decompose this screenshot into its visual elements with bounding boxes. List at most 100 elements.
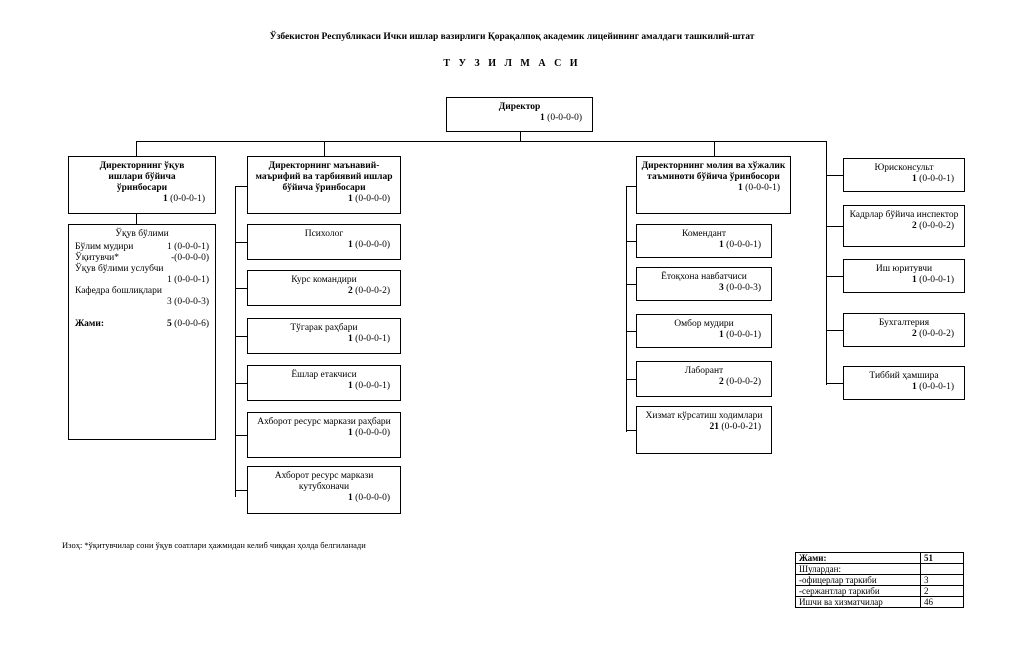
independent-staff-box-count-number: 2 bbox=[912, 221, 917, 231]
deputy-finance-box: Директорнинг молия ва хўжалик таъминоти … bbox=[636, 156, 791, 214]
independent-staff-box-connector bbox=[826, 226, 843, 227]
edu-staff-box-code: (0-0-0-2) bbox=[355, 286, 390, 296]
independent-staff-box-count: 2 (0-0-0-2) bbox=[848, 329, 960, 340]
summary-label: Шулардан: bbox=[795, 563, 921, 575]
row-label: Ўқув бўлими услубчи bbox=[75, 264, 164, 274]
edu-staff-box-connector bbox=[235, 383, 247, 384]
edu-staff-box-count: 1 (0-0-0-0) bbox=[252, 240, 396, 251]
row-label: Ўқитувчи* bbox=[75, 253, 119, 263]
summary-label: -офицерлар таркиби bbox=[795, 574, 921, 586]
connector-left-trunk-dep2 bbox=[235, 186, 236, 497]
row-value: 3 (0-0-0-3) bbox=[167, 297, 209, 307]
finance-staff-box-connector bbox=[626, 430, 636, 431]
deputy-educational-name: Директорнинг маънавий-маърифий ва тарбия… bbox=[255, 161, 393, 193]
connector-director-down bbox=[520, 132, 521, 141]
edu-staff-box-count: 1 (0-0-0-0) bbox=[252, 493, 396, 504]
deputy-educational-count: 1 (0-0-0-0) bbox=[348, 194, 390, 204]
edu-staff-box-name: Курс командири bbox=[291, 275, 357, 285]
connector-dep2-stub bbox=[235, 186, 247, 187]
finance-staff-box-code: (0-0-0-3) bbox=[726, 283, 761, 293]
row-label: Кафедра бошлиқлари bbox=[75, 286, 162, 296]
independent-staff-box-connector bbox=[826, 383, 843, 384]
deputy-educational-box: Директорнинг маънавий-маърифий ва тарбия… bbox=[247, 156, 401, 214]
independent-staff-box-connector bbox=[826, 330, 843, 331]
finance-staff-box-code: (0-0-0-1) bbox=[726, 240, 761, 250]
independent-staff-box-count: 1 (0-0-0-1) bbox=[848, 382, 960, 393]
summary-label: Жами: bbox=[795, 552, 921, 564]
summary-value: 2 bbox=[920, 585, 964, 597]
finance-staff-box-connector bbox=[626, 331, 636, 332]
edu-staff-box-name: Тўгарак раҳбари bbox=[290, 323, 358, 333]
study-department-row: Кафедра бошлиқлари bbox=[73, 286, 211, 297]
finance-staff-box-count: 1 (0-0-0-1) bbox=[641, 240, 767, 251]
finance-staff-box-count-number: 1 bbox=[719, 330, 724, 340]
finance-staff-box-connector bbox=[626, 284, 636, 285]
finance-staff-box-count-number: 1 bbox=[719, 240, 724, 250]
finance-staff-box-count: 1 (0-0-0-1) bbox=[641, 330, 767, 341]
finance-staff-box-count: 2 (0-0-0-2) bbox=[641, 377, 767, 388]
independent-staff-box-name: Юрисконсульт bbox=[874, 163, 934, 173]
edu-staff-box-connector bbox=[235, 490, 247, 491]
edu-staff-box-name: Психолог bbox=[304, 229, 344, 239]
independent-staff-box-count: 2 (0-0-0-2) bbox=[848, 221, 960, 232]
study-department-row: Ўқитувчи*-(0-0-0-0) bbox=[73, 253, 211, 264]
finance-staff-box-code: (0-0-0-21) bbox=[721, 422, 761, 432]
connector-dep2-down bbox=[324, 141, 325, 156]
study-department-total: Жами: 5 (0-0-0-6) bbox=[75, 319, 209, 329]
edu-staff-box-count-number: 1 bbox=[348, 493, 353, 503]
finance-staff-box-name: Комендант bbox=[681, 229, 727, 239]
edu-staff-box-count-number: 1 bbox=[348, 428, 353, 438]
edu-staff-box-code: (0-0-0-1) bbox=[355, 381, 390, 391]
study-department-row: 3 (0-0-0-3) bbox=[73, 297, 211, 308]
summary-value: 46 bbox=[920, 596, 964, 608]
connector-left-trunk-dep3 bbox=[626, 186, 627, 432]
connector-dep1-down bbox=[136, 141, 137, 156]
deputy-finance-count: 1 (0-0-0-1) bbox=[738, 183, 780, 193]
deputy-academic-count: 1 (0-0-0-1) bbox=[163, 194, 205, 204]
connector-main-horizontal bbox=[136, 141, 827, 142]
director-count: 1 (0-0-0-0) bbox=[540, 113, 582, 123]
edu-staff-box-count-number: 1 bbox=[348, 240, 353, 250]
connector-dep3-down bbox=[714, 141, 715, 156]
finance-staff-box-code: (0-0-0-2) bbox=[726, 377, 761, 387]
finance-staff-box-name: Ётоқхона навбатчиси bbox=[661, 272, 747, 282]
edu-staff-box-connector bbox=[235, 288, 247, 289]
edu-staff-box-code: (0-0-0-0) bbox=[355, 428, 390, 438]
finance-staff-box-count-number: 2 bbox=[719, 377, 724, 387]
deputy-finance-name: Директорнинг молия ва хўжалик таъминоти … bbox=[641, 161, 786, 182]
study-department-title: Ўқув бўлими bbox=[115, 229, 169, 239]
edu-staff-box-name: Ёшлар етакчиси bbox=[291, 370, 357, 380]
independent-staff-box-count-number: 1 bbox=[912, 275, 917, 285]
document-subtitle: Т У З И Л М А С И bbox=[443, 58, 581, 69]
edu-staff-box-count: 1 (0-0-0-1) bbox=[252, 381, 396, 392]
independent-staff-box-code: (0-0-0-1) bbox=[919, 275, 954, 285]
summary-value bbox=[920, 563, 964, 575]
independent-staff-box-count-number: 1 bbox=[912, 174, 917, 184]
finance-staff-box-name: Лаборант bbox=[684, 366, 724, 376]
footnote: Изоҳ: *ўқитувчилар сони ўқув соатлари ҳа… bbox=[62, 540, 366, 550]
row-label: Бўлим мудири bbox=[75, 242, 134, 252]
finance-staff-box-name: Хизмат кўрсатиш ходимлари bbox=[645, 411, 763, 421]
director-name: Директор bbox=[498, 102, 541, 112]
connector-dep1-to-dept bbox=[136, 214, 137, 224]
independent-staff-box-count-number: 2 bbox=[912, 329, 917, 339]
edu-staff-box-count-number: 1 bbox=[348, 334, 353, 344]
finance-staff-box-name: Омбор мудири bbox=[674, 319, 734, 329]
study-department-row: 1 (0-0-0-1) bbox=[73, 275, 211, 286]
row-value: 1 (0-0-0-1) bbox=[167, 275, 209, 285]
edu-staff-box-code: (0-0-0-0) bbox=[355, 493, 390, 503]
summary-label: Ишчи ва хизматчилар bbox=[795, 596, 921, 608]
independent-staff-box-code: (0-0-0-1) bbox=[919, 382, 954, 392]
deputy-academic-box: Директорнинг ўқув ишлари бўйича ўринбоса… bbox=[68, 156, 216, 214]
